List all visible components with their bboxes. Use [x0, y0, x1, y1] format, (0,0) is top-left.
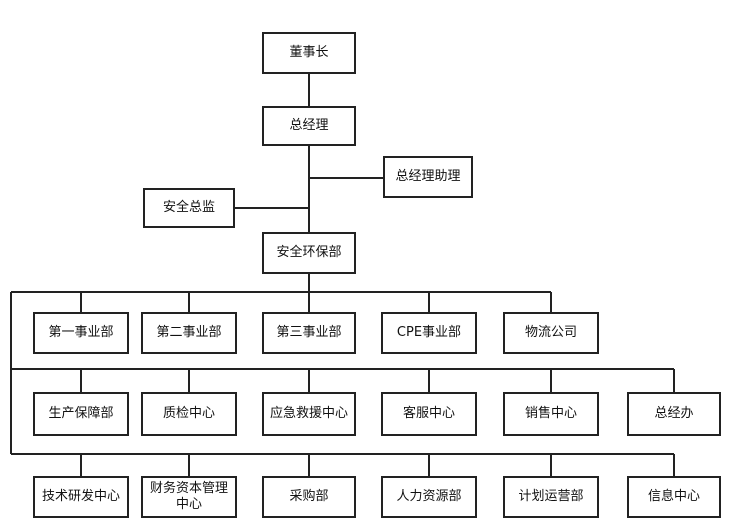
node-department: 信息中心: [627, 476, 721, 518]
node-label: 安全总监: [162, 200, 215, 215]
node-department: 技术研发中心: [33, 476, 129, 518]
node-label: CPE事业部: [396, 325, 462, 340]
node-department: 生产保障部: [33, 392, 129, 436]
node-department: 质检中心: [141, 392, 237, 436]
node-department: 应急救援中心: [262, 392, 356, 436]
node-division: 第二事业部: [141, 312, 237, 354]
node-department: 采购部: [262, 476, 356, 518]
node-label: 生产保障部: [48, 406, 114, 421]
node-general-manager: 总经理: [262, 106, 356, 146]
node-label: 客服中心: [402, 406, 455, 421]
node-division: 物流公司: [503, 312, 599, 354]
node-label: 质检中心: [162, 406, 215, 421]
node-label: 总经理: [289, 118, 329, 133]
node-chairman: 董事长: [262, 32, 356, 74]
node-department: 总经办: [627, 392, 721, 436]
node-label: 总经理助理: [395, 169, 461, 184]
node-label: 人力资源部: [396, 489, 462, 504]
node-division: 第一事业部: [33, 312, 129, 354]
node-label: 财务资本管理中心: [149, 481, 228, 512]
node-label: 董事长: [289, 45, 329, 60]
node-division: 第三事业部: [262, 312, 356, 354]
node-department: 人力资源部: [381, 476, 477, 518]
node-label: 第二事业部: [156, 325, 222, 340]
node-label: 第三事业部: [276, 325, 342, 340]
node-department: 计划运营部: [503, 476, 599, 518]
node-label: 应急救援中心: [269, 406, 348, 421]
node-gm-assistant: 总经理助理: [383, 156, 473, 198]
node-label: 销售中心: [524, 406, 577, 421]
node-label: 信息中心: [647, 489, 700, 504]
node-label: 采购部: [289, 489, 329, 504]
node-label: 第一事业部: [48, 325, 114, 340]
node-label: 计划运营部: [518, 489, 584, 504]
node-department: 财务资本管理中心: [141, 476, 237, 518]
node-label: 技术研发中心: [41, 489, 120, 504]
node-division: CPE事业部: [381, 312, 477, 354]
node-label: 总经办: [654, 406, 694, 421]
node-safety-director: 安全总监: [143, 188, 235, 228]
node-department: 销售中心: [503, 392, 599, 436]
node-label: 安全环保部: [276, 245, 342, 260]
node-safety-env-dept: 安全环保部: [262, 232, 356, 274]
node-department: 客服中心: [381, 392, 477, 436]
node-label: 物流公司: [524, 325, 577, 340]
